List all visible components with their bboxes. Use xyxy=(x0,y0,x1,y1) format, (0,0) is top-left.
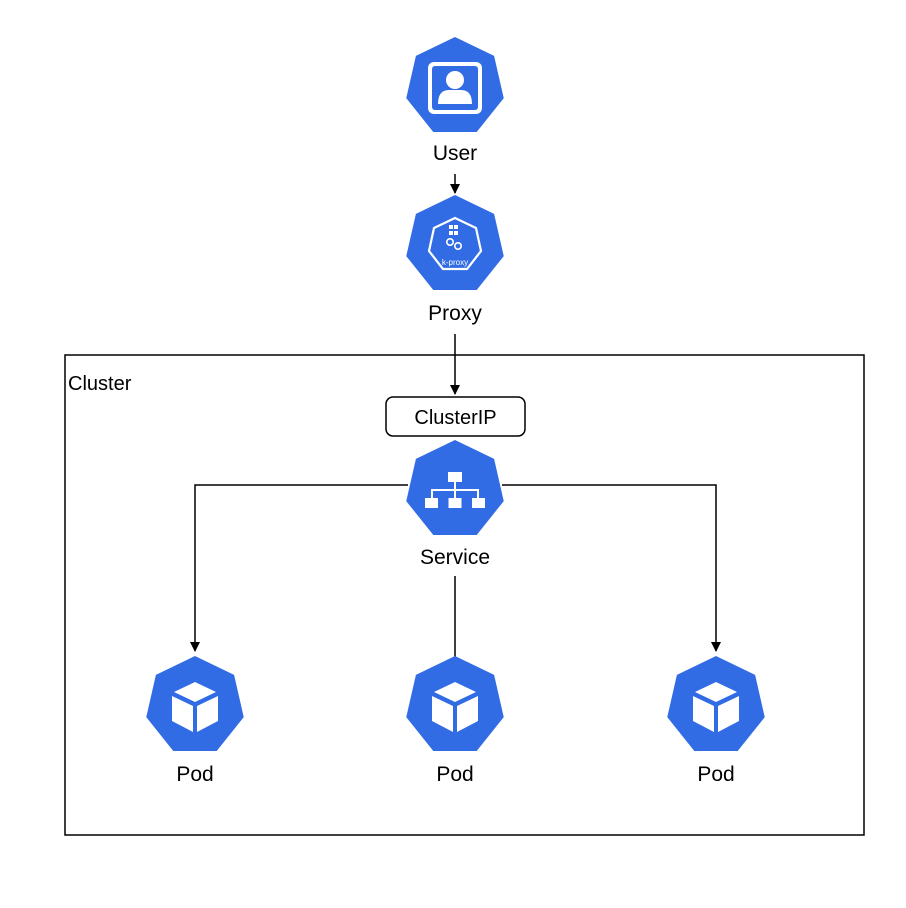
pod-label-middle: Pod xyxy=(436,763,473,786)
service-icon xyxy=(406,440,504,536)
cluster-boundary xyxy=(64,354,865,836)
proxy-node: k-proxy xyxy=(406,195,504,291)
k-proxy-icon: k-proxy xyxy=(406,195,504,291)
pod-node-right xyxy=(667,656,765,752)
edge-service-to-pod-right xyxy=(502,484,721,652)
clusterip-box: ClusterIP xyxy=(385,396,526,437)
cluster-label: Cluster xyxy=(68,373,132,395)
pod-node-middle xyxy=(406,656,504,752)
service-node xyxy=(406,440,504,536)
service-label: Service xyxy=(420,546,490,569)
pod-icon xyxy=(667,656,765,752)
pod-icon xyxy=(146,656,244,752)
proxy-label: Proxy xyxy=(428,302,482,325)
pod-label-left: Pod xyxy=(176,763,213,786)
user-node xyxy=(406,37,504,133)
k-proxy-icon-text: k-proxy xyxy=(442,258,468,267)
user-icon xyxy=(406,37,504,133)
pod-icon xyxy=(406,656,504,752)
user-label: User xyxy=(433,142,477,165)
edge-service-to-pod-left xyxy=(190,484,408,652)
pod-label-right: Pod xyxy=(697,763,734,786)
clusterip-label: ClusterIP xyxy=(414,407,496,429)
pod-node-left xyxy=(146,656,244,752)
